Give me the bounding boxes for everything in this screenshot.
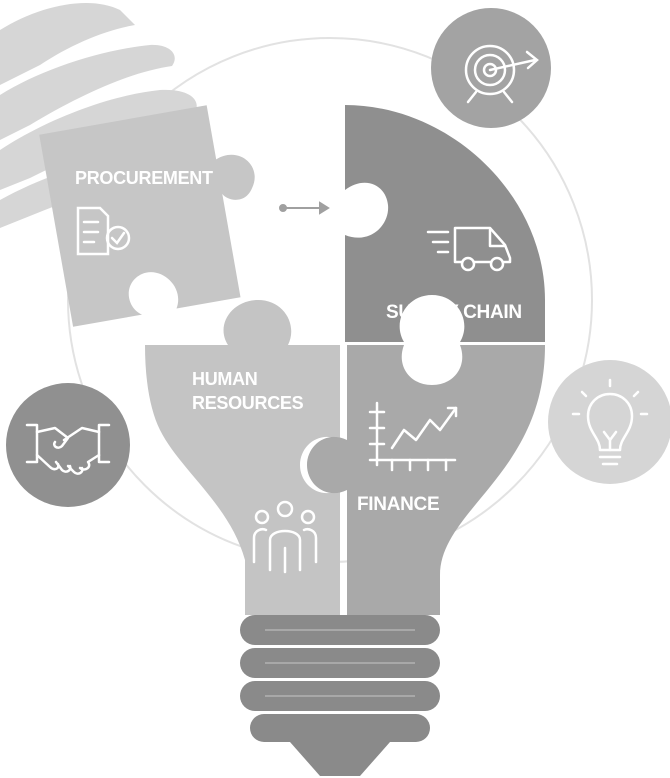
human-resources-piece bbox=[145, 300, 340, 615]
supply-chain-label: SUPPLY CHAIN bbox=[386, 302, 522, 323]
double-arrow-icon bbox=[279, 201, 330, 215]
procurement-label: PROCUREMENT bbox=[75, 168, 213, 188]
bulb-base bbox=[240, 615, 440, 776]
target-circle bbox=[431, 8, 551, 128]
human-resources-label-line2: RESOURCES bbox=[192, 393, 304, 413]
procurement-label-group: PROCUREMENT bbox=[75, 168, 213, 256]
handshake-icon bbox=[25, 423, 111, 475]
finance-piece bbox=[307, 345, 545, 615]
finance-label: FINANCE bbox=[357, 494, 439, 515]
document-check-icon bbox=[76, 206, 131, 256]
procurement-piece bbox=[39, 105, 255, 327]
people-group-icon bbox=[252, 500, 318, 574]
idea-circle bbox=[548, 360, 670, 484]
supply-chain-piece bbox=[345, 105, 545, 342]
delivery-truck-icon bbox=[426, 226, 512, 272]
human-resources-label-line1: HUMAN bbox=[192, 369, 258, 389]
lightbulb-icon bbox=[571, 378, 649, 466]
target-arrow-icon bbox=[464, 44, 539, 104]
growth-chart-icon bbox=[368, 401, 458, 472]
handshake-circle bbox=[6, 383, 130, 507]
